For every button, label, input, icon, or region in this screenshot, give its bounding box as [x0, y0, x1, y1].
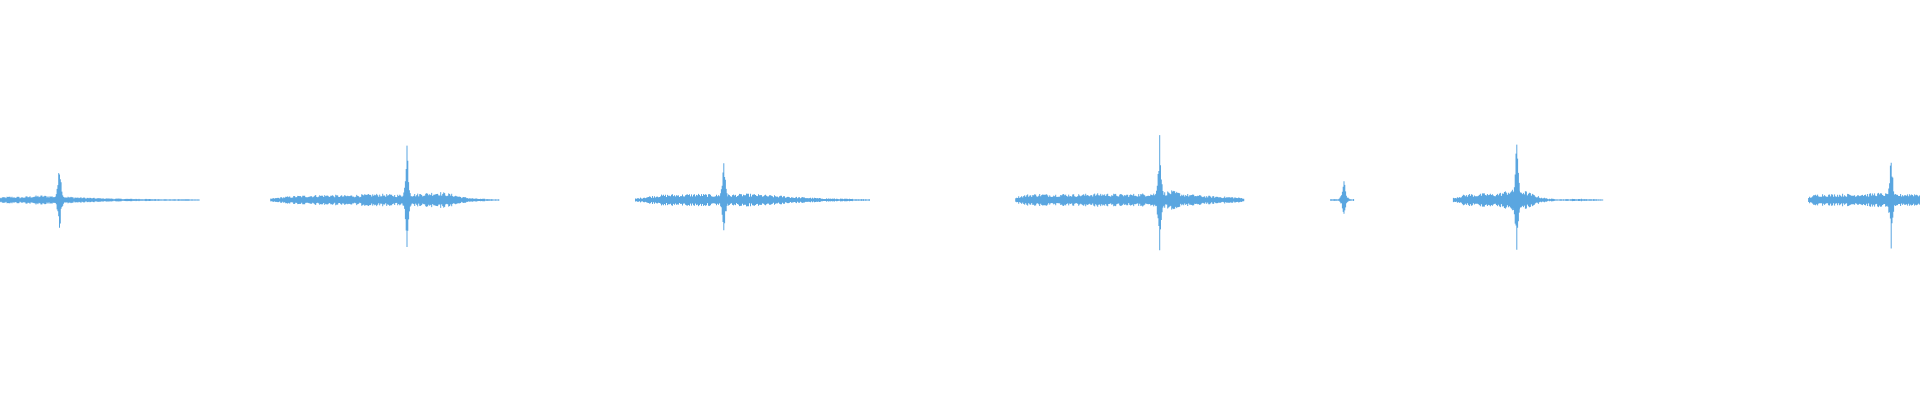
- waveform-body: [1452, 189, 1603, 211]
- waveform-body: [270, 192, 500, 208]
- waveform-transient: [1154, 135, 1165, 251]
- waveform-body: [1015, 190, 1245, 210]
- waveform-transient: [1511, 144, 1523, 250]
- waveform-clip-1[interactable]: [0, 173, 200, 228]
- waveform-body: [1808, 192, 1920, 208]
- waveform-clip-2[interactable]: [270, 145, 500, 247]
- waveform-body: [0, 195, 200, 205]
- waveform-body: [635, 193, 870, 207]
- waveform-clip-5[interactable]: [1330, 181, 1355, 214]
- waveform-transient: [401, 145, 413, 247]
- waveform-transient: [1885, 162, 1897, 249]
- waveform-transient: [54, 173, 65, 228]
- waveform-clips: [0, 135, 1920, 251]
- waveform-clip-6[interactable]: [1452, 144, 1604, 250]
- waveform-clip-4[interactable]: [1015, 135, 1245, 251]
- waveform-clip-3[interactable]: [635, 163, 870, 231]
- waveform-clip-7[interactable]: [1808, 162, 1920, 249]
- waveform-transient: [718, 163, 730, 231]
- waveform-transient: [1338, 181, 1350, 214]
